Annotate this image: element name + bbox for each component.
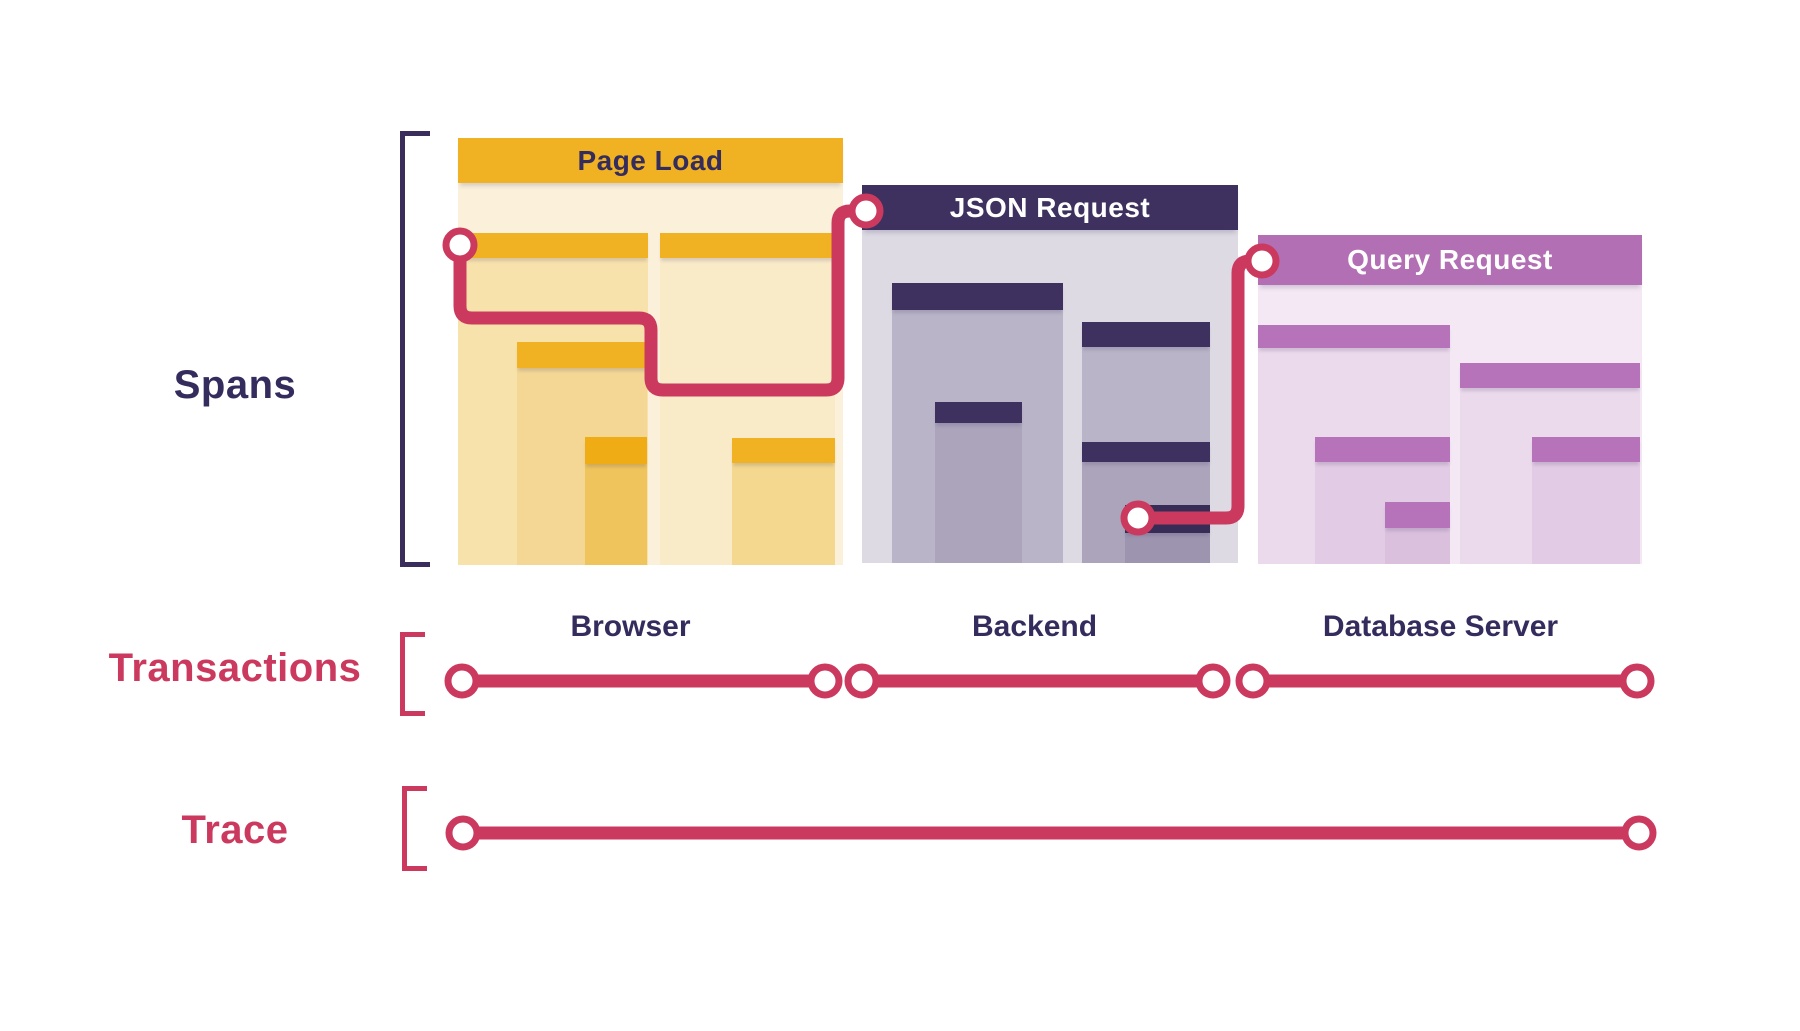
span-block <box>1125 505 1210 563</box>
json-request-title: JSON Request <box>862 185 1238 230</box>
endpoint-circle <box>444 663 480 699</box>
trace-bracket <box>402 786 427 871</box>
span-header <box>1082 442 1210 462</box>
transactions-label: Transactions <box>108 646 362 690</box>
span-header <box>458 233 648 258</box>
backend-label: Backend <box>971 610 1098 643</box>
span-header <box>1385 502 1450 528</box>
span-header <box>585 437 647 464</box>
endpoint-circle <box>807 663 843 699</box>
span-block <box>732 438 835 565</box>
span-header <box>1315 437 1450 462</box>
endpoint-circle <box>844 663 880 699</box>
database-server-label: Database Server <box>1322 610 1559 643</box>
span-header <box>660 233 835 258</box>
span-header <box>732 438 835 463</box>
span-header <box>1258 325 1450 348</box>
span-block <box>935 402 1022 563</box>
span-header <box>1532 437 1640 462</box>
browser-label: Browser <box>570 610 691 643</box>
spans-label: Spans <box>173 363 297 407</box>
span-header <box>517 342 647 368</box>
spans-bracket <box>400 131 430 567</box>
endpoint-circle <box>445 815 481 851</box>
query-request-title: Query Request <box>1258 235 1642 285</box>
span-header <box>1460 363 1640 388</box>
span-header <box>1082 322 1210 347</box>
page-load-panel: Page Load <box>458 138 843 565</box>
span-block <box>1532 437 1640 564</box>
endpoint-circle <box>1195 663 1231 699</box>
span-header <box>935 402 1022 423</box>
endpoint-circle <box>1619 663 1655 699</box>
span-header <box>892 283 1063 310</box>
span-header <box>1125 505 1210 533</box>
page-load-title: Page Load <box>458 138 843 183</box>
span-block <box>1385 502 1450 564</box>
transactions-bracket <box>400 632 425 716</box>
endpoint-circle <box>1235 663 1271 699</box>
json-request-panel: JSON Request <box>862 185 1238 563</box>
query-request-panel: Query Request <box>1258 235 1642 564</box>
trace-label: Trace <box>181 808 289 852</box>
span-block <box>585 437 647 565</box>
endpoint-circle <box>1621 815 1657 851</box>
